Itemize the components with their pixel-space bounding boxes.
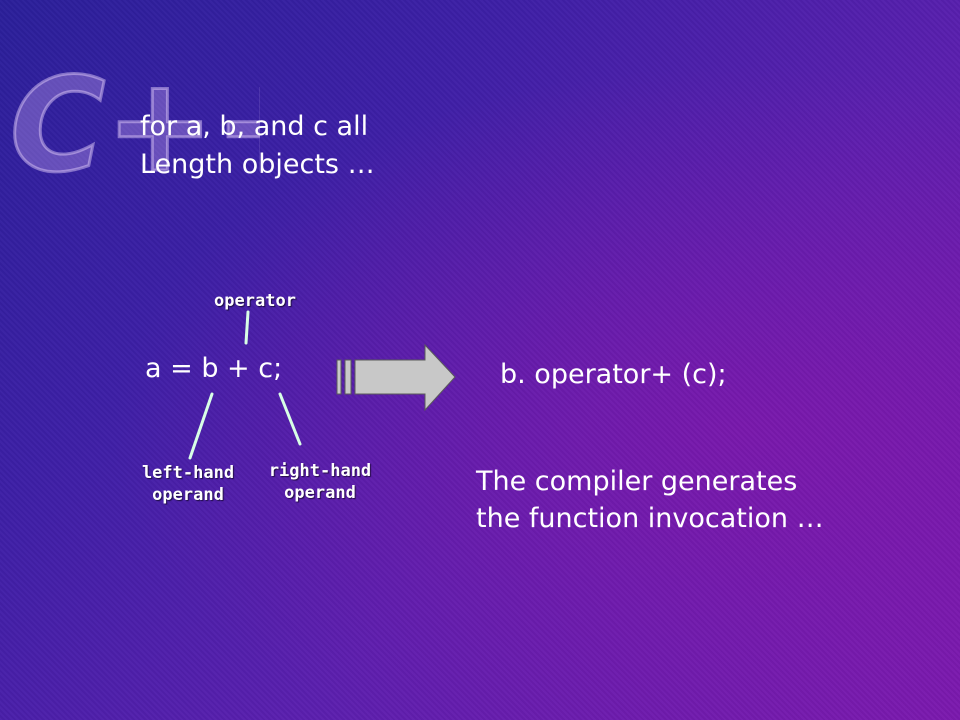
slide-title: for a, b, and c all Length objects … <box>140 108 560 184</box>
right-operand-line-2: operand <box>284 483 356 503</box>
right-operand-line-1: right-hand <box>268 461 372 481</box>
caption-line-1: The compiler generates <box>476 466 798 497</box>
title-line-1: for a, b, and c all <box>140 111 369 142</box>
function-invocation: b. operator+ (c); <box>500 359 727 390</box>
arrow-stripe-1 <box>336 359 342 395</box>
arrow-stripe-2 <box>344 359 352 395</box>
right-operand-label: right-hand operand <box>258 460 382 504</box>
caption-line-2: the function invocation … <box>476 503 824 534</box>
left-operand-line-2: operand <box>152 485 224 505</box>
operator-pointer-line <box>244 310 250 345</box>
right-operand-pointer-line <box>278 392 302 446</box>
arrow-body <box>354 343 456 412</box>
left-operand-pointer-line <box>188 392 214 460</box>
expression: a = b + c; <box>145 353 283 384</box>
left-operand-label: left-hand operand <box>128 462 248 506</box>
operator-label: operator <box>214 291 296 311</box>
title-line-2: Length objects … <box>140 149 375 180</box>
transform-arrow <box>336 343 456 412</box>
caption: The compiler generates the function invo… <box>476 463 936 537</box>
left-operand-line-1: left-hand <box>141 463 235 483</box>
cpp-logo: C++ <box>9 48 261 201</box>
cpp-logo-text: C++ <box>10 49 260 200</box>
